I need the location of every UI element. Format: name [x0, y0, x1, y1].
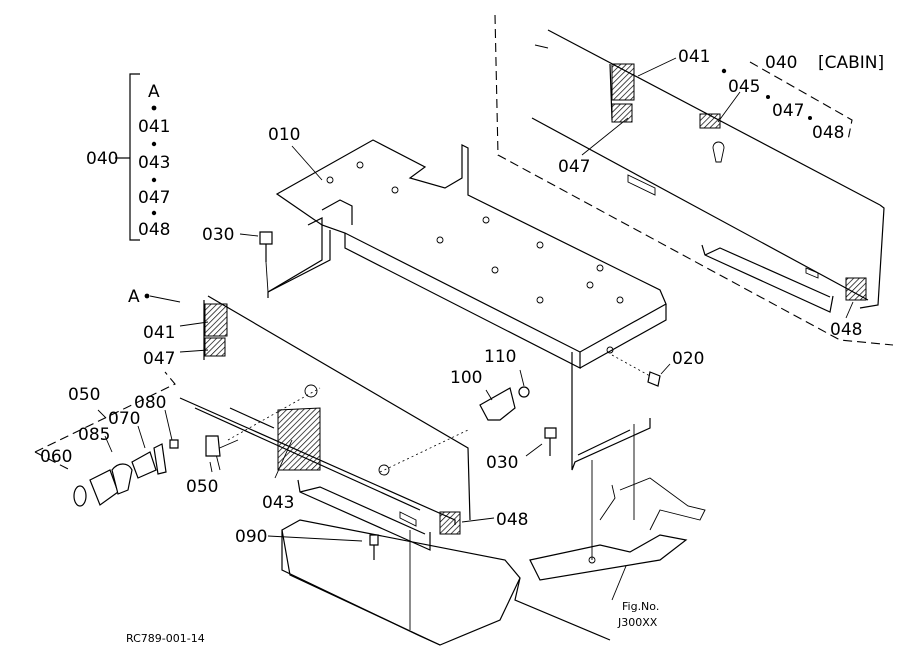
washer-060	[73, 485, 87, 507]
label-110: 110	[484, 347, 516, 367]
legend-group-label: 040	[86, 149, 118, 169]
label-047-cabin-group: 047	[772, 101, 804, 121]
floor-plate-010	[267, 139, 667, 560]
label-041-left-panel: 041	[143, 323, 175, 343]
label-048-cabin: 048	[830, 320, 862, 340]
legend-header-label: A	[148, 82, 160, 102]
screw-080	[169, 439, 179, 449]
label-048-cabin-group: 048	[812, 123, 844, 143]
cam-070	[131, 451, 157, 479]
label-085: 085	[78, 425, 110, 445]
sticker-041-cabin	[611, 63, 635, 101]
label-041-cabin: 041	[678, 47, 710, 67]
sticker-048-cabin	[845, 277, 867, 301]
left-panel	[144, 293, 495, 551]
label-048-left-panel: 048	[496, 510, 528, 530]
label-drawing-ref: RC789-001-14	[126, 632, 205, 645]
label-090: 090	[235, 527, 267, 547]
legend-item-043: 043	[138, 153, 170, 173]
label-fig-no: Fig.No.	[622, 600, 659, 613]
legend-item-047: 047	[138, 188, 170, 208]
label-070: 070	[108, 409, 140, 429]
label-a-ref: A	[128, 287, 140, 307]
sticker-047	[204, 337, 226, 357]
label-fig-code: J300XX	[617, 616, 658, 629]
latch-assembly	[34, 371, 221, 507]
label-030-left: 030	[202, 225, 234, 245]
label-cabin: [CABIN]	[818, 53, 884, 73]
label-010: 010	[268, 125, 300, 145]
sticker-048	[439, 511, 461, 535]
label-043: 043	[262, 493, 294, 513]
label-020: 020	[672, 349, 704, 369]
label-047-cabin: 047	[558, 157, 590, 177]
label-050-group: 050	[68, 385, 100, 405]
legend-item-041: 041	[138, 117, 170, 137]
sticker-041	[204, 303, 228, 337]
label-030-mid: 030	[486, 453, 518, 473]
cabin-panel-group: [CABIN] 040 041 045 047 048 047 048	[494, 14, 894, 346]
sticker-047-cabin	[611, 103, 633, 123]
label-040: 040	[765, 53, 797, 73]
label-100: 100	[450, 368, 482, 388]
label-047-left-panel: 047	[143, 349, 175, 369]
legend-item-048: 048	[138, 220, 170, 240]
sticker-045	[699, 113, 721, 129]
sticker-043	[277, 407, 321, 471]
label-080: 080	[134, 393, 166, 413]
spring-085	[111, 463, 133, 495]
legend-040: 040 A 041 043 047 048	[86, 73, 170, 241]
latch-050	[205, 435, 221, 457]
label-045: 045	[728, 77, 760, 97]
bottom-tray	[267, 477, 706, 646]
label-050-latch: 050	[186, 477, 218, 497]
hardware-center	[239, 231, 671, 457]
label-060: 060	[40, 447, 72, 467]
